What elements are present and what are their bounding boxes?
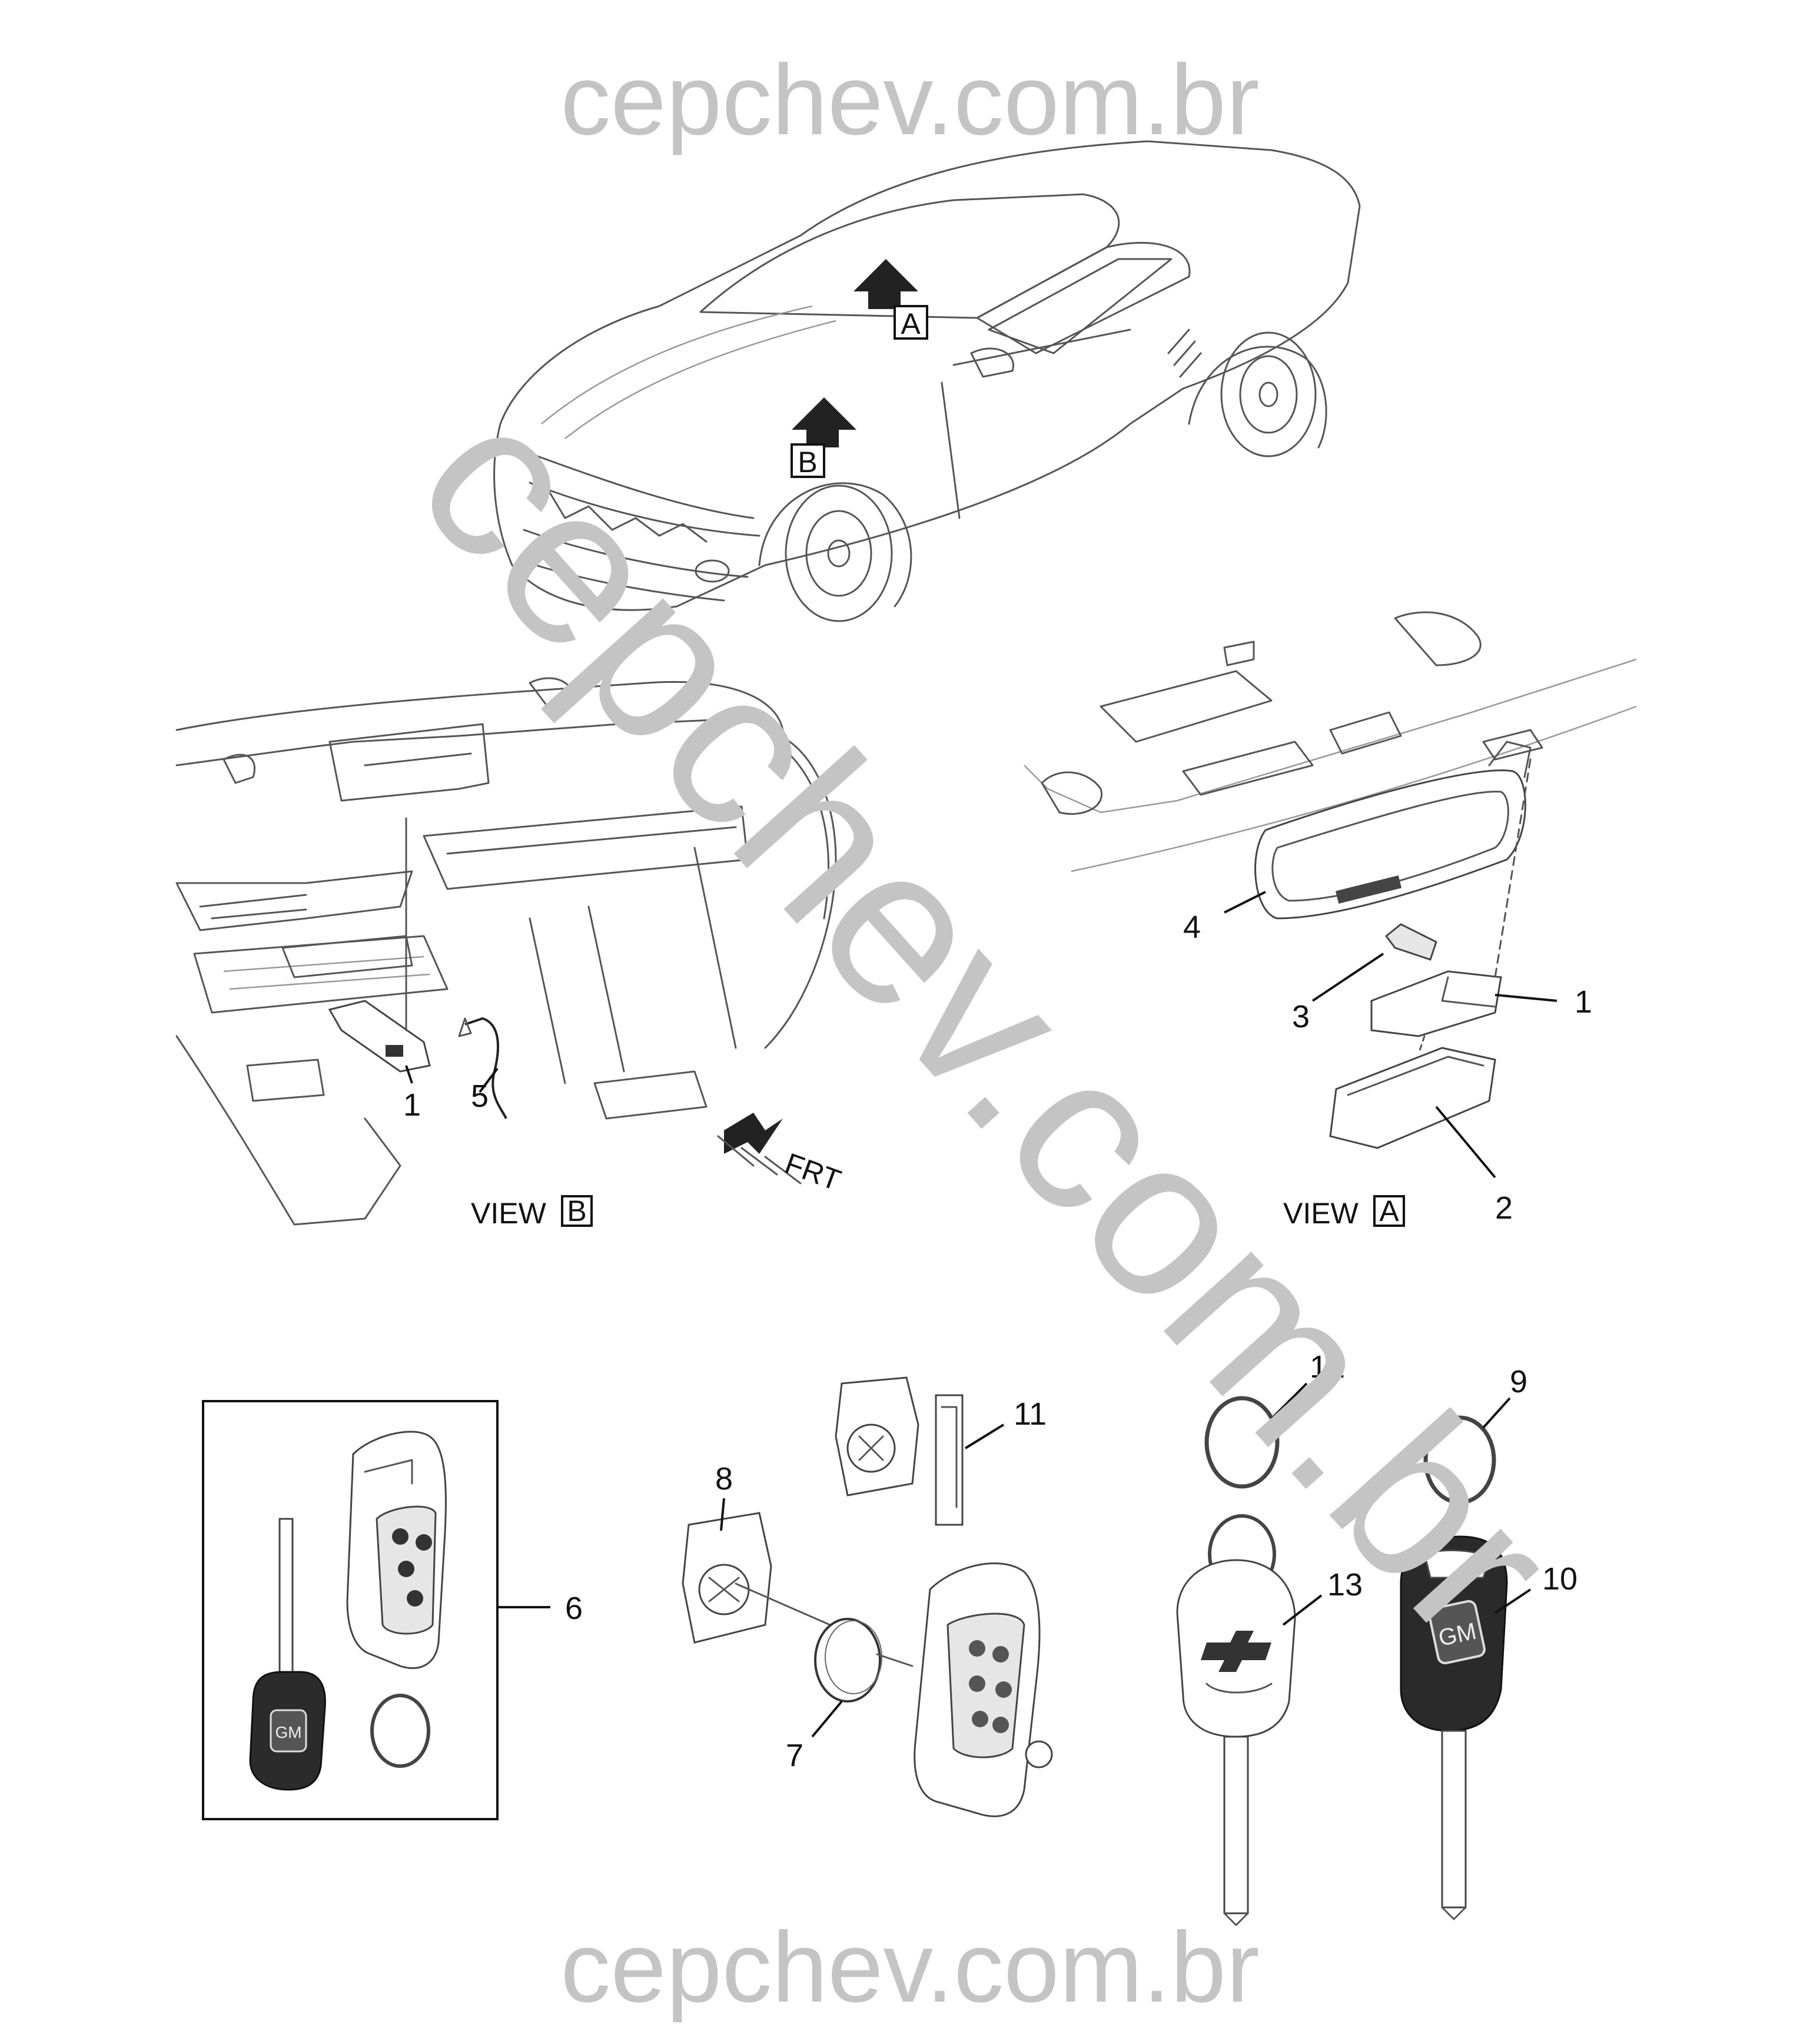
callout-8: 8 (715, 1461, 733, 1496)
callout-7: 7 (786, 1738, 803, 1773)
leader-9 (1482, 1397, 1511, 1429)
part-1-sensor-bracket-left (328, 817, 431, 1073)
view-a-label-text: VIEW (1283, 1197, 1359, 1230)
callout-6: 6 (565, 1591, 583, 1626)
callout-11: 11 (1014, 1396, 1047, 1432)
dashboard-illustration (175, 677, 837, 1226)
leader-1-right (1494, 994, 1557, 1002)
part-2-cover (1329, 1035, 1496, 1149)
view-marker-b-letter: B (798, 446, 817, 479)
part-3-connector (1384, 923, 1437, 961)
part-6-key-blade: GM (249, 1518, 326, 1791)
leader-4 (1224, 891, 1266, 914)
vehicle-illustration (493, 140, 1361, 622)
leader-13 (1282, 1594, 1323, 1626)
part-6-key-ring (370, 1694, 430, 1768)
callout-1-right: 1 (1575, 984, 1592, 1020)
leader-10 (1494, 1588, 1532, 1614)
part-13-chevrolet-key (1176, 1514, 1296, 1926)
leader-11 (964, 1424, 1005, 1449)
front-direction-label: FRT (781, 1147, 845, 1197)
part-11-battery-housing-and-strip (835, 1376, 964, 1526)
part-12-key-ring (1204, 1396, 1280, 1489)
part-8-battery-holder (682, 1512, 831, 1644)
callout-3: 3 (1292, 999, 1310, 1034)
view-marker-b: B (791, 397, 856, 479)
leader-12 (1270, 1382, 1308, 1420)
view-marker-a-letter: A (901, 307, 921, 340)
part-7-coin-battery (814, 1618, 914, 1703)
watermark-top: cepchev.com.br (560, 44, 1259, 156)
part-9-key-ring (1423, 1415, 1496, 1505)
leader-8 (720, 1498, 725, 1531)
view-a-label-letter: A (1379, 1194, 1399, 1227)
view-b-label-text: VIEW (471, 1197, 547, 1230)
callout-1-left: 1 (403, 1087, 421, 1123)
leader-2 (1435, 1106, 1496, 1179)
leader-5 (479, 1067, 499, 1093)
callout-5: 5 (471, 1079, 489, 1114)
part-4-inside-mirror (1254, 741, 1532, 920)
view-a-label: VIEW A (1283, 1194, 1405, 1230)
leader-3 (1311, 953, 1384, 1002)
callout-4: 4 (1183, 910, 1201, 945)
callout-12: 12 (1310, 1349, 1345, 1385)
headliner-illustration (1024, 611, 1637, 872)
part-10-gm-key: GM (1400, 1535, 1508, 1920)
part-1-sensor-right (1370, 758, 1532, 1037)
view-b-label-letter: B (567, 1194, 586, 1227)
leader-7 (811, 1700, 843, 1738)
view-b-label: VIEW B (471, 1194, 593, 1230)
callout-9: 9 (1510, 1364, 1527, 1399)
callout-13: 13 (1327, 1567, 1363, 1602)
callout-2: 2 (1495, 1190, 1513, 1226)
view-marker-a: A (853, 259, 928, 340)
part-6-key-gm-logo: GM (275, 1723, 301, 1741)
part-fob-body (914, 1562, 1053, 1817)
part-6-flip-key (346, 1431, 447, 1670)
callout-10: 10 (1542, 1561, 1577, 1597)
front-direction-arrow: FRT (717, 1113, 845, 1197)
watermark-bottom: cepchev.com.br (560, 1912, 1259, 2023)
leader-1-left (405, 1065, 413, 1084)
part-6-key-kit-box (202, 1400, 499, 1820)
